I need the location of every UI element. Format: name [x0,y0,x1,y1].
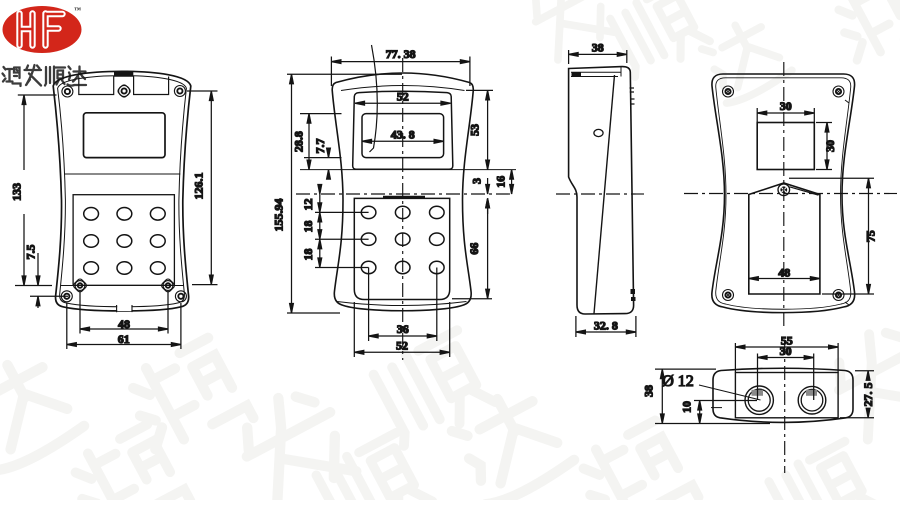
svg-text:48: 48 [118,317,130,331]
svg-text:55: 55 [781,334,793,348]
svg-text:36: 36 [397,322,409,336]
svg-text:18: 18 [301,249,315,261]
svg-text:61: 61 [118,332,130,346]
svg-text:12: 12 [301,199,315,211]
svg-text:10: 10 [680,401,694,413]
svg-text:66: 66 [467,243,481,255]
svg-text:75: 75 [864,230,878,242]
svg-text:30: 30 [823,140,837,152]
svg-text:52: 52 [396,339,408,353]
svg-text:30: 30 [780,99,792,113]
svg-text:28.8: 28.8 [292,131,306,152]
svg-text:7.5: 7.5 [24,245,38,260]
svg-text:53: 53 [468,124,482,136]
svg-text:133: 133 [10,183,24,201]
svg-text:7.7: 7.7 [313,139,327,154]
svg-text:32. 8: 32. 8 [594,319,618,333]
svg-text:18: 18 [301,221,315,233]
svg-text:27. 5: 27. 5 [861,383,875,407]
svg-text:52: 52 [397,90,409,104]
svg-text:38: 38 [592,41,604,55]
svg-text:155.94: 155.94 [272,199,286,232]
svg-text:30: 30 [780,344,792,358]
svg-text:16: 16 [494,176,508,188]
svg-text:48: 48 [778,266,790,280]
svg-text:Ø 12: Ø 12 [662,373,694,390]
svg-text:126.1: 126.1 [192,173,206,200]
svg-text:38: 38 [642,385,656,397]
svg-text:43. 8: 43. 8 [391,128,415,142]
svg-text:™: ™ [74,6,81,14]
svg-text:77. 38: 77. 38 [386,47,416,61]
svg-text:3: 3 [470,178,484,184]
